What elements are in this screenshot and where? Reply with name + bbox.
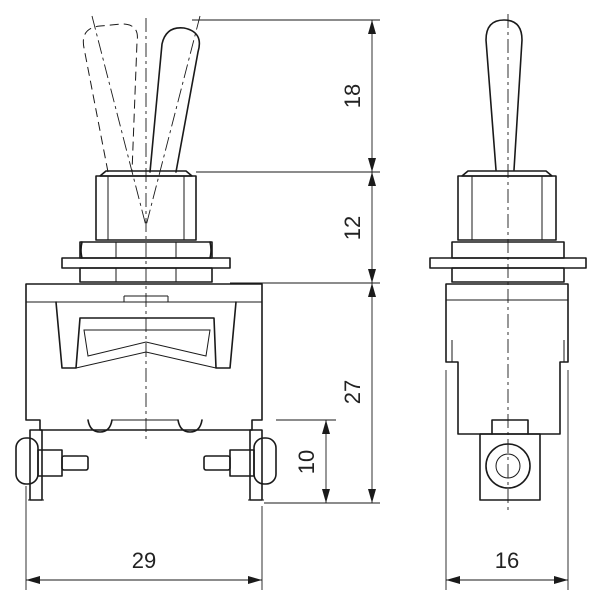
lever-center-line-left [91,15,147,227]
side-lever [485,19,523,171]
dim-lever-height: 18 [340,20,376,172]
dim-body-height: 27 [340,283,376,503]
side-view [429,14,587,510]
front-lever-alt-position [82,23,138,173]
front-lever [149,27,201,173]
front-nuts [61,241,231,283]
dim-bushing-height: 12 [340,172,376,283]
front-left-terminal [15,429,89,501]
front-view [15,15,277,501]
dim-terminal-height: 10 [294,420,330,503]
extension-lines [25,19,569,590]
dim-label-12: 12 [340,216,365,240]
dim-label-16: 16 [495,548,519,573]
dim-label-29: 29 [132,548,156,573]
side-terminal [479,419,541,501]
side-body [445,283,569,435]
front-right-terminal [203,429,277,501]
dim-body-width: 29 [26,548,262,584]
side-bushing [457,170,557,241]
dim-label-18: 18 [340,84,365,108]
dim-label-10: 10 [294,450,319,474]
dim-label-27: 27 [340,380,365,404]
lever-center-line-right [145,15,201,227]
front-bushing [95,170,197,241]
dim-side-width: 16 [446,548,568,584]
front-body [25,283,263,433]
